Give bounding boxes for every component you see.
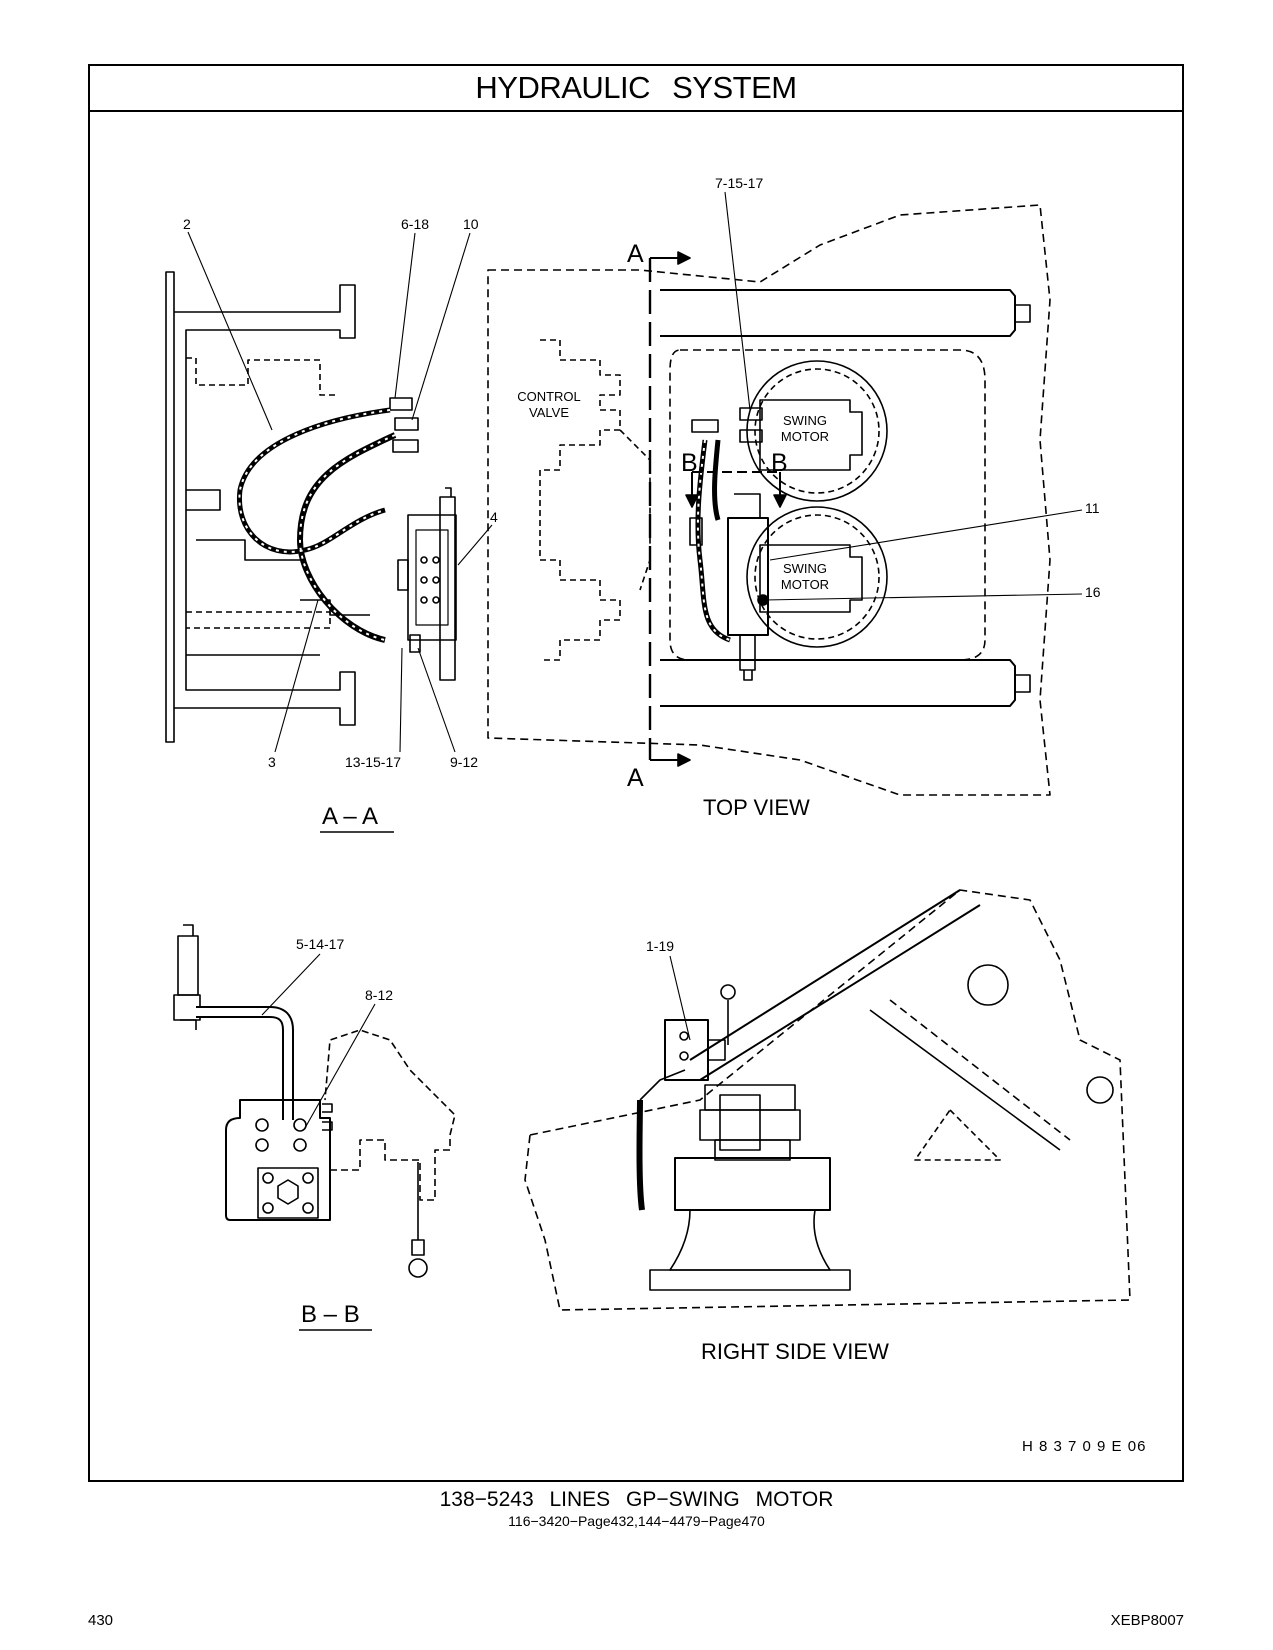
callout-13-15-17: 13-15-17	[345, 754, 401, 770]
swing-motor-upper-label-2: MOTOR	[781, 429, 829, 444]
callout-2: 2	[183, 216, 191, 232]
callout-11: 11	[1085, 500, 1100, 516]
top-view-drawing	[487, 204, 1051, 796]
section-marker-a-top: A	[627, 240, 644, 268]
section-bb-drawing	[173, 924, 456, 1278]
section-marker-b-right: B	[771, 449, 788, 477]
callout-8-12: 8-12	[365, 987, 393, 1003]
diagram-frame: HYDRAULIC SYSTEM	[88, 64, 1184, 1482]
view-title-top-view: TOP VIEW	[703, 795, 810, 820]
page-title: HYDRAULIC SYSTEM	[475, 70, 797, 105]
section-marker-a-bottom: A	[627, 764, 644, 792]
callout-4: 4	[490, 509, 498, 525]
callout-10: 10	[463, 216, 479, 232]
view-title-section-bb: B – B	[301, 1301, 360, 1328]
figure-caption: 138−5243 LINES GP−SWING MOTOR 116−3420−P…	[0, 1488, 1273, 1530]
section-aa-hoses	[236, 407, 397, 643]
callout-9-12: 9-12	[450, 754, 478, 770]
document-id: XEBP8007	[1110, 1612, 1184, 1629]
right-side-view-drawing	[524, 889, 1131, 1311]
illustration-code: H 8 3 7 0 9 E 06	[1022, 1438, 1146, 1455]
control-valve-label-2: VALVE	[529, 405, 569, 420]
callout-16: 16	[1085, 584, 1101, 600]
caption-main: 138−5243 LINES GP−SWING MOTOR	[439, 1488, 834, 1511]
swing-motor-upper-label-1: SWING	[783, 413, 827, 428]
callout-3: 3	[268, 754, 276, 770]
page-number: 430	[88, 1612, 114, 1629]
callout-7-15-17: 7-15-17	[715, 175, 763, 191]
callout-6-18: 6-18	[401, 216, 429, 232]
caption-sub: 116−3420−Page432,144−4479−Page470	[508, 1513, 765, 1529]
title-bar: HYDRAULIC SYSTEM	[90, 66, 1182, 112]
callout-1-19: 1-19	[646, 938, 674, 954]
hydraulic-diagram: 2 6-18 10 4 3 13-15-17 9-12 7-15-17 11 1…	[165, 175, 1146, 1455]
control-valve-label-1: CONTROL	[517, 389, 581, 404]
swing-motor-lower-label-2: MOTOR	[781, 577, 829, 592]
section-marker-b-left: B	[681, 449, 698, 477]
view-title-section-aa: A – A	[322, 803, 378, 830]
swing-motor-lower-label-1: SWING	[783, 561, 827, 576]
view-title-right-side-view: RIGHT SIDE VIEW	[701, 1339, 889, 1364]
section-aa-drawing	[165, 271, 457, 743]
callout-5-14-17: 5-14-17	[296, 936, 344, 952]
